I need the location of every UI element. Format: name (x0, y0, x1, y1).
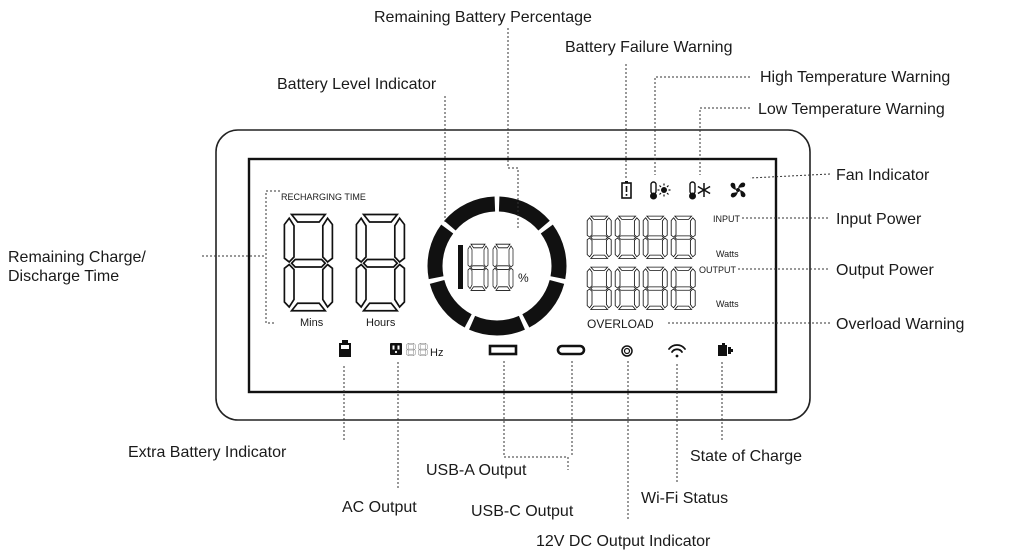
callout-fan-indicator: Fan Indicator (836, 167, 930, 184)
callout-remaining-time-line1: Remaining Charge/ (8, 249, 146, 266)
thermometer-snowflake-icon (689, 181, 711, 200)
battery-ring-segment (498, 196, 550, 231)
wifi-icon (668, 344, 686, 358)
callout-ac-output: AC Output (342, 499, 417, 516)
output-label: OUTPUT (699, 265, 737, 275)
battery-ring-segment (540, 224, 567, 280)
state-of-charge-icon (718, 343, 733, 356)
callout-battery-failure-warning: Battery Failure Warning (565, 39, 732, 56)
input-watts-label: Watts (716, 249, 739, 259)
battery-ring-segment (444, 196, 496, 231)
battery-ring-segment (522, 279, 565, 328)
hz-label: Hz (430, 347, 443, 359)
callout-usb-c-output: USB-C Output (471, 503, 574, 520)
overload-label: OVERLOAD (587, 317, 654, 331)
callout-wifi-status: Wi-Fi Status (641, 490, 728, 507)
callout-input-power: Input Power (836, 211, 922, 228)
extra-battery-icon (339, 340, 351, 357)
time-digit-2 (355, 213, 406, 312)
usb-a-icon (488, 344, 518, 356)
usb-c-icon (556, 344, 586, 356)
callout-usb-a-output: USB-A Output (426, 462, 527, 479)
fan-icon (730, 182, 746, 198)
battery-percentage-digits (458, 243, 514, 291)
callout-dc-output-indicator: 12V DC Output Indicator (536, 533, 711, 550)
callout-overload-warning: Overload Warning (836, 316, 964, 333)
callout-state-of-charge: State of Charge (690, 448, 802, 465)
callout-high-temperature-warning: High Temperature Warning (760, 69, 950, 86)
callout-remaining-time-line2: Discharge Time (8, 268, 119, 285)
callout-remaining-battery-percentage: Remaining Battery Percentage (374, 9, 592, 26)
percent-digit-3 (492, 243, 514, 291)
input-power-digits (586, 215, 696, 259)
battery-ring-segment (427, 224, 454, 280)
exclamation-battery-icon (621, 181, 632, 199)
callout-extra-battery-indicator: Extra Battery Indicator (128, 444, 287, 461)
recharging-time-label: RECHARGING TIME (281, 192, 366, 202)
percent-digit-2 (467, 243, 489, 291)
callout-low-temperature-warning: Low Temperature Warning (758, 101, 945, 118)
battery-level-ring (427, 196, 567, 336)
dc-port-icon (621, 345, 633, 357)
ac-outlet-icon (390, 343, 402, 355)
lcd-screen (247, 157, 778, 394)
device-frame (215, 129, 811, 421)
time-digit-1 (283, 213, 334, 312)
thermometer-sun-icon (650, 181, 671, 200)
hours-label: Hours (366, 317, 396, 329)
battery-ring-segment (469, 315, 525, 336)
mins-label: Mins (300, 317, 324, 329)
output-watts-label: Watts (716, 299, 739, 309)
percent-sign: % (518, 271, 529, 285)
callout-output-power: Output Power (836, 262, 935, 279)
callout-battery-level-indicator: Battery Level Indicator (277, 76, 437, 93)
leader-lines (202, 28, 831, 520)
input-label: INPUT (713, 214, 741, 224)
output-power-digits (586, 266, 696, 310)
battery-ring-segment (429, 279, 472, 328)
remaining-time-digits (283, 213, 406, 312)
ac-frequency-digits (406, 343, 428, 356)
